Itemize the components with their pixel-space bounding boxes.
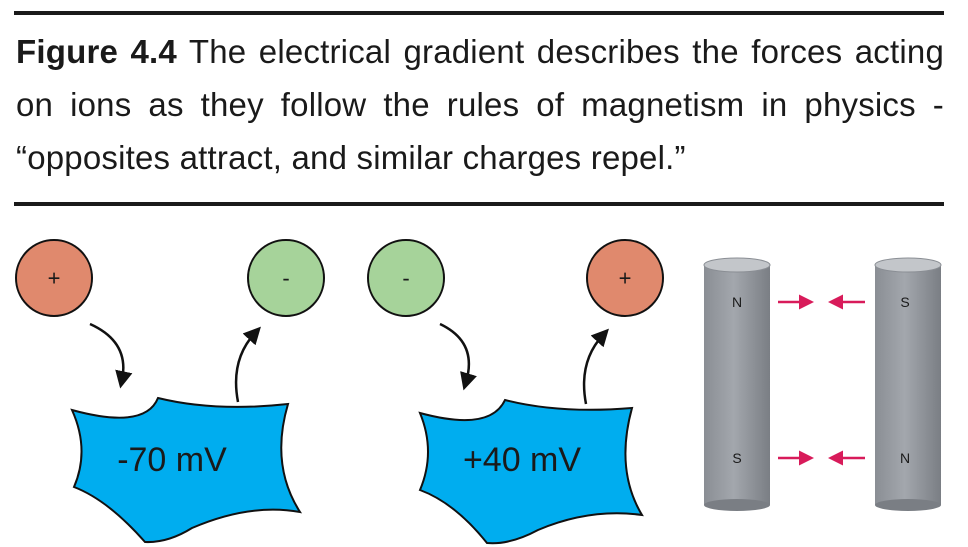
ion-sign: + (619, 266, 632, 291)
ion-sign: + (48, 266, 61, 291)
ion-sign: - (282, 266, 289, 291)
pole-label: S (732, 450, 741, 466)
cell-positive-40: +40 mV (418, 398, 644, 545)
figure-caption: Figure 4.4 The electrical gradient descr… (16, 25, 944, 184)
ion-negative: - (247, 239, 325, 317)
voltage-label: -70 mV (117, 441, 227, 479)
repel-arrow (234, 326, 261, 403)
pole-label: N (900, 450, 910, 466)
attract-arrow (439, 322, 477, 391)
cell-negative-70: -70 mV (70, 396, 303, 544)
ion-negative: - (367, 239, 445, 317)
top-rule (14, 11, 944, 15)
cell-blob (70, 396, 303, 544)
figure-label: Figure 4.4 (16, 33, 177, 70)
attract-arrow (89, 322, 133, 389)
magnet-attraction-arrows (778, 294, 865, 466)
ion-sign: - (402, 266, 409, 291)
ion-positive: + (15, 239, 93, 317)
voltage-label: +40 mV (463, 441, 581, 479)
ion-positive: + (586, 239, 664, 317)
cell-blob (418, 398, 644, 545)
repel-arrow (582, 328, 609, 405)
magnet-left: N S (703, 257, 771, 511)
magnet-right: S N (874, 257, 942, 511)
pole-label: N (732, 294, 742, 310)
bottom-rule (14, 202, 944, 206)
pole-label: S (900, 294, 909, 310)
caption-text: The electrical gradient describes the fo… (16, 33, 944, 176)
